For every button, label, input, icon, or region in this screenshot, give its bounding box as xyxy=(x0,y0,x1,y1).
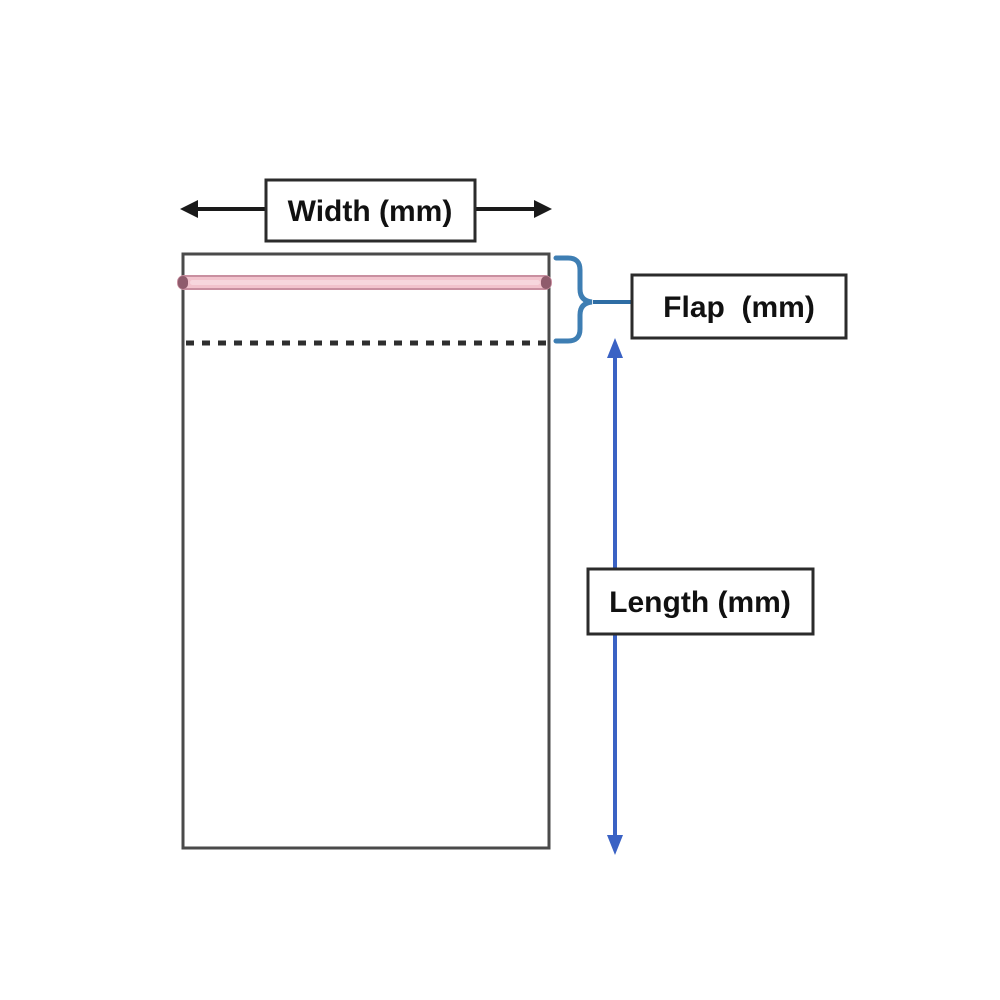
adhesive-strip-highlight xyxy=(190,280,540,285)
length-label-box xyxy=(586,567,815,636)
width-arrow-left-head-icon xyxy=(180,200,198,218)
width-label-box xyxy=(264,178,477,243)
adhesive-strip-cap-right xyxy=(541,276,551,289)
width-arrow-right-head-icon xyxy=(534,200,552,218)
adhesive-strip-cap-left xyxy=(178,276,188,289)
flap-label-box xyxy=(630,273,848,340)
width-label: Width (mm) xyxy=(288,195,453,228)
flap-brace-icon xyxy=(553,255,593,344)
flap-label: Flap (mm) xyxy=(663,291,815,324)
length-label: Length (mm) xyxy=(609,586,791,619)
width-arrow-right xyxy=(475,200,552,218)
length-arrow-down-head-icon xyxy=(607,835,623,855)
length-arrow-up-head-icon xyxy=(607,338,623,358)
bag-outline xyxy=(181,252,551,850)
width-arrow-left xyxy=(180,200,266,218)
